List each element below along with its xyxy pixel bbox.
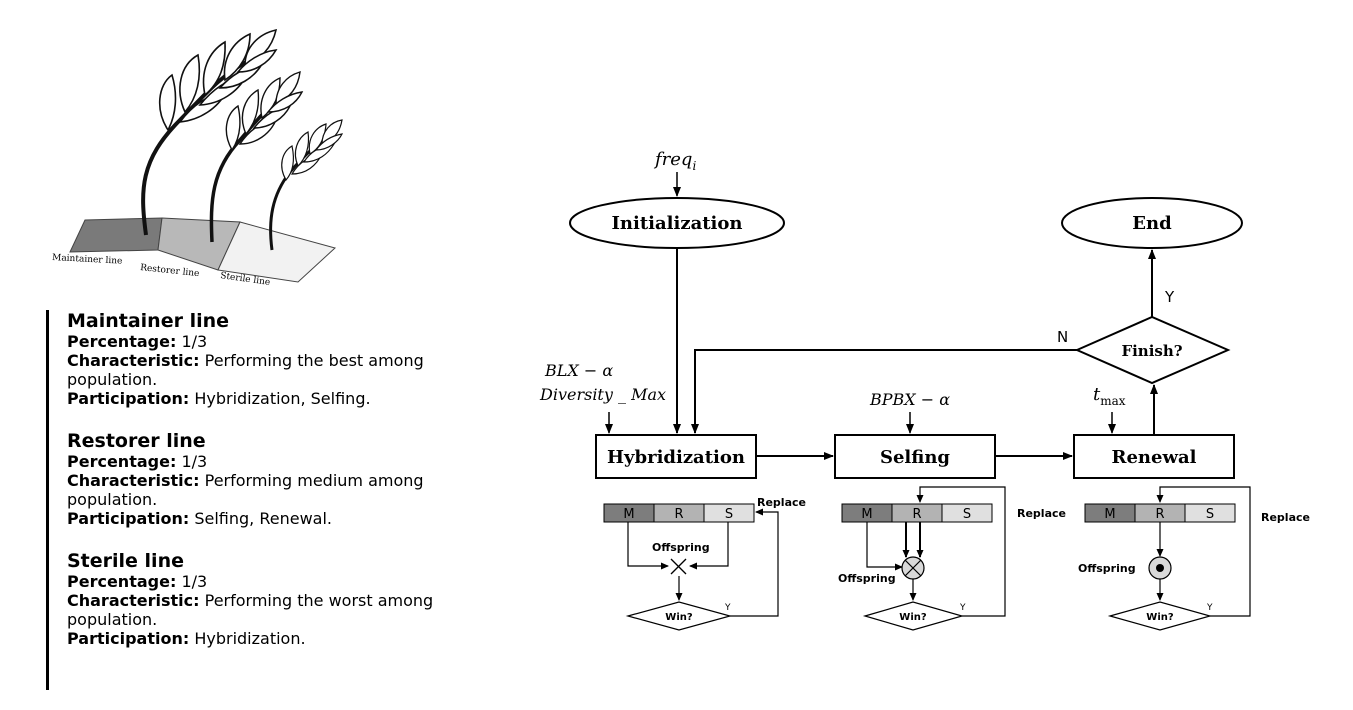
restorer-title: Restorer line xyxy=(67,430,206,452)
restorer-leaves xyxy=(225,71,304,152)
maintainer-title: Maintainer line xyxy=(67,310,230,332)
plant-illustration: Maintainer line Restorer line Sterile li… xyxy=(52,28,344,288)
hybrid-subdiagram: M R S Replace Offspring Win? Y xyxy=(603,496,806,631)
selfing-m-to-cross xyxy=(866,522,903,571)
hybrid-win-yes: Y xyxy=(724,603,731,613)
finish-label: Finish? xyxy=(1121,342,1182,360)
finish-decision xyxy=(1074,315,1231,385)
hybrid-seg-r-label: R xyxy=(674,507,683,522)
renewal-seg-r-label: R xyxy=(1155,507,1164,522)
selfing-replace-arrow xyxy=(916,486,1006,617)
renewal-seg-s-label: S xyxy=(1206,507,1214,522)
cross-icon xyxy=(670,558,687,575)
maintainer-participation: Participation: Hybridization, Selfing. xyxy=(67,389,371,408)
dot-circle-icon xyxy=(1148,556,1172,580)
illus-label-restorer: Restorer line xyxy=(140,263,200,279)
selfing-seg-s xyxy=(941,503,993,523)
initialization-label: Initialization xyxy=(612,213,743,234)
renewal-param: tmax xyxy=(1093,384,1126,408)
sterile-ground xyxy=(217,221,337,283)
hybrid-win-label: Win? xyxy=(665,612,693,623)
hybrid-replace-label: Replace xyxy=(757,496,806,509)
selfing-seg-m-label: M xyxy=(861,507,872,522)
selfing-param: BPBX − α xyxy=(869,390,950,409)
selfing-subdiagram: M R S Replace Offspring Win? Y xyxy=(838,486,1066,631)
renewal-label: Renewal xyxy=(1112,447,1197,468)
hybrid-seg-s-label: S xyxy=(725,507,733,522)
hybridization-node xyxy=(595,434,757,479)
sterile-block: Sterile line Percentage: 1/3 Characteris… xyxy=(67,550,506,648)
flowchart: freqi Initialization End Finish? Y N BLX… xyxy=(539,149,1310,631)
sterile-participation: Participation: Hybridization. xyxy=(67,629,306,648)
init-input-label: freqi xyxy=(653,149,696,173)
illus-label-maintainer: Maintainer line xyxy=(52,253,123,267)
restorer-percentage: Percentage: 1/3 xyxy=(67,452,208,471)
selfing-seg-r-label: R xyxy=(912,507,921,522)
hybrid-seg-s xyxy=(703,503,755,523)
maintainer-percentage: Percentage: 1/3 xyxy=(67,332,208,351)
renewal-replace-arrow xyxy=(1156,486,1251,617)
maintainer-leaves xyxy=(158,28,278,132)
sterile-leaves xyxy=(281,119,344,182)
renewal-seg-m-label: M xyxy=(1104,507,1115,522)
end-label: End xyxy=(1132,213,1172,234)
selfing-replace-label: Replace xyxy=(1017,507,1066,520)
renewal-subdiagram: M R S Replace Offspring Win? Y xyxy=(1078,486,1310,631)
hybrid-s-to-cross xyxy=(689,522,729,570)
finish-no-label: N xyxy=(1057,328,1068,346)
hybrid-seg-m-label: M xyxy=(623,507,634,522)
hybridization-label: Hybridization xyxy=(607,447,745,468)
hybrid-offspring-label: Offspring xyxy=(652,541,710,554)
hybrid-param-2: Diversity _ Max xyxy=(539,385,666,404)
crossed-circle-icon xyxy=(901,556,925,580)
finish-yes-label: Y xyxy=(1164,288,1175,306)
restorer-participation: Participation: Selfing, Renewal. xyxy=(67,509,332,528)
selfing-win-label: Win? xyxy=(899,612,927,623)
maintainer-stem xyxy=(141,58,251,236)
sterile-percentage: Percentage: 1/3 xyxy=(67,572,208,591)
renewal-offspring-label: Offspring xyxy=(1078,562,1136,575)
maintainer-ground xyxy=(69,217,163,253)
renewal-seg-s xyxy=(1184,503,1236,523)
sterile-characteristic: Characteristic: Performing the worst amo… xyxy=(67,591,434,629)
renewal-win-yes: Y xyxy=(1206,603,1213,613)
end-node xyxy=(1061,197,1243,249)
sterile-title: Sterile line xyxy=(67,550,184,572)
hybrid-replace-arrow xyxy=(730,508,779,617)
maintainer-block: Maintainer line Percentage: 1/3 Characte… xyxy=(67,310,506,408)
restorer-characteristic: Characteristic: Performing medium among … xyxy=(67,471,424,509)
finish-no-arrow xyxy=(691,349,1077,434)
renewal-replace-label: Replace xyxy=(1261,511,1310,524)
restorer-block: Restorer line Percentage: 1/3 Characteri… xyxy=(67,430,506,528)
line-descriptions: Maintainer line Percentage: 1/3 Characte… xyxy=(46,310,506,690)
renewal-win-label: Win? xyxy=(1146,612,1174,623)
maintainer-characteristic: Characteristic: Performing the best amon… xyxy=(67,351,424,389)
hybrid-param-1: BLX − α xyxy=(544,361,613,380)
hybrid-m-to-cross xyxy=(627,522,669,570)
selfing-seg-s-label: S xyxy=(963,507,971,522)
selfing-offspring-label: Offspring xyxy=(838,572,896,585)
selfing-win-yes: Y xyxy=(959,603,966,613)
selfing-label: Selfing xyxy=(880,447,950,468)
